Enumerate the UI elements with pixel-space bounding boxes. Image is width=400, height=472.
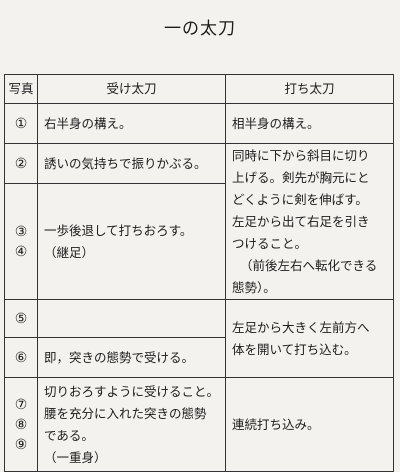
striker-cell: 同時に下から斜目に切り 上げる。剣先が胸元にと どくように剣を伸ばす。 左足から… <box>225 143 394 300</box>
photo-number: ④ <box>14 243 28 260</box>
table-row: ③ ④ 一歩後退して打ちおろす。 （継足） <box>4 183 394 300</box>
table-row: ② 誘いの気持ちで振りかぶる。 同時に下から斜目に切り 上げる。剣先が胸元にと … <box>4 143 394 300</box>
striker-text: （前後左右へ転化できる <box>240 257 378 273</box>
striker-text: どくように剣を伸ばす。 <box>232 191 368 207</box>
header-striker: 打ち太刀 <box>225 74 394 104</box>
striker-text: 態勢）。 <box>232 279 276 295</box>
striker-text: 連続打ち込み。 <box>232 416 320 432</box>
receiver-cell: 一歩後退して打ちおろす。 （継足） <box>36 183 227 300</box>
photo-number: ⑦ <box>14 396 28 413</box>
receiver-text: （一重身） <box>44 449 107 465</box>
receiver-cell: 誘いの気持ちで振りかぶる。 <box>36 143 227 184</box>
receiver-text: 右半身の構え。 <box>44 115 132 131</box>
striker-text: 同時に下から斜目に切り <box>232 147 370 163</box>
receiver-text: である。 <box>44 427 94 443</box>
photo-cell: ⑥ <box>4 337 38 378</box>
striker-text: 左足から出て右足を引き <box>232 213 370 229</box>
receiver-cell: 即，突きの態勢で受ける。 <box>36 337 227 378</box>
photo-number: ⑧ <box>14 416 28 433</box>
photo-cell: ③ ④ <box>4 183 38 300</box>
striker-text: 左足から大きく左前方へ <box>232 319 370 335</box>
striker-text: 体を開いて打ち込む。 <box>232 341 357 357</box>
photo-cell: ① <box>4 103 38 144</box>
header-receiver: 受け太刀 <box>36 74 227 104</box>
receiver-text: 即，突きの態勢で受ける。 <box>44 349 195 365</box>
table-row: ⑥ 即，突きの態勢で受ける。 <box>4 337 394 378</box>
striker-cell: 連続打ち込み。 <box>225 377 394 472</box>
receiver-text: 誘いの気持ちで振りかぶる。 <box>44 155 207 171</box>
receiver-cell: 切りおろすように受けること。 腰を充分に入れた突きの態勢 である。 （一重身） <box>36 377 227 472</box>
receiver-text: 一歩後退して打ちおろす。 <box>44 222 193 238</box>
receiver-text: 切りおろすように受けること。 <box>44 383 220 399</box>
photo-number: ⑨ <box>14 436 28 453</box>
striker-text: 上げる。剣先が胸元にと <box>232 169 370 185</box>
striker-text: 相半身の構え。 <box>232 115 320 131</box>
header-row: 写真 受け太刀 打ち太刀 <box>4 74 394 104</box>
photo-number: ⑤ <box>14 310 28 327</box>
page-title: 一の太刀 <box>164 19 236 39</box>
receiver-text: （継足） <box>44 244 95 260</box>
table-row: ⑤ 左足から大きく左前方へ 体を開いて打ち込む。 <box>4 299 394 378</box>
photo-cell: ⑤ <box>4 299 38 338</box>
photo-cell: ⑦ ⑧ ⑨ <box>4 377 38 472</box>
table-row: ① 右半身の構え。 相半身の構え。 <box>4 103 394 144</box>
table-row: ⑦ ⑧ ⑨ 切りおろすように受けること。 腰を充分に入れた突きの態勢 である。 … <box>4 377 394 472</box>
photo-number: ③ <box>14 223 28 240</box>
photo-number: ② <box>14 155 28 172</box>
photo-number: ① <box>14 115 28 132</box>
striker-text: つけること。 <box>232 235 308 251</box>
photo-cell: ② <box>4 143 38 184</box>
striker-cell: 左足から大きく左前方へ 体を開いて打ち込む。 <box>225 299 394 378</box>
technique-table: 写真 受け太刀 打ち太刀 ① 右半身の構え。 相半身の構え。 ② 誘いの気持ちで… <box>4 74 394 472</box>
receiver-cell: 右半身の構え。 <box>36 103 227 144</box>
photo-number: ⑥ <box>14 349 28 366</box>
striker-cell: 相半身の構え。 <box>225 103 394 144</box>
header-photo: 写真 <box>4 74 38 104</box>
receiver-cell <box>36 299 227 338</box>
receiver-text: 腰を充分に入れた突きの態勢 <box>44 405 207 421</box>
